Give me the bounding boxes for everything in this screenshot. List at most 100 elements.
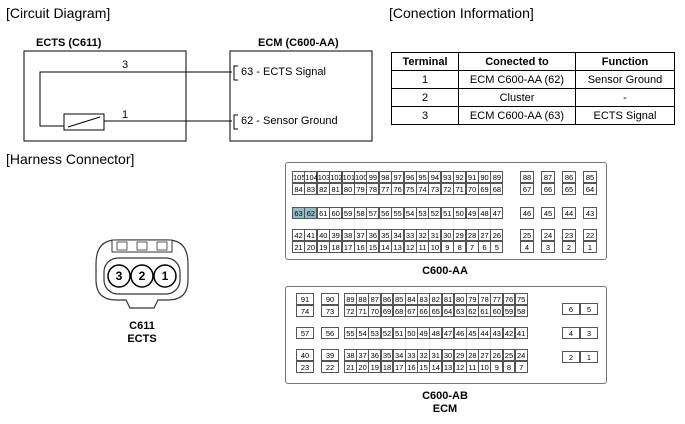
connector-pin: 27	[478, 229, 491, 241]
connector-pin: 50	[405, 327, 418, 339]
connector-pin: 47	[490, 207, 504, 219]
connector-pin: 24	[541, 229, 555, 241]
connector-pin: 29	[453, 229, 467, 241]
connector-pin: 6	[478, 241, 491, 253]
connector-pin: 44	[478, 327, 491, 339]
connector-pin: 41	[514, 327, 528, 339]
table-header-row: Terminal Conected to Function	[391, 52, 675, 71]
connector-pin: 74	[416, 183, 429, 195]
connector-pin: 1	[583, 241, 597, 253]
cell-function: -	[575, 88, 675, 107]
connector-pin: 92	[453, 171, 467, 183]
connector-pin: 100	[354, 171, 368, 183]
connector-pin: 19	[368, 361, 382, 373]
connector-pin: 22	[583, 229, 597, 241]
connector-pin: 42	[502, 327, 516, 339]
connector-pin: 21	[292, 241, 305, 253]
connector-pin: 9	[490, 361, 504, 373]
connector-pin: 95	[416, 171, 429, 183]
connector-pin: 62	[466, 305, 479, 317]
connector-pin: 32	[417, 349, 430, 361]
connector-pin: 78	[478, 293, 491, 305]
connector-pin: 69	[380, 305, 394, 317]
connector-pin: 41	[304, 229, 318, 241]
cell-connected-to: ECM C600-AA (63)	[458, 106, 576, 125]
connector-pin: 47	[441, 327, 455, 339]
connector-pin: 76	[391, 183, 405, 195]
connector-pin: 86	[380, 293, 394, 305]
th-connected-to: Conected to	[458, 52, 576, 71]
connector-pin: 21	[344, 361, 357, 373]
connector-pin: 44	[562, 207, 576, 219]
connector-pin: 2	[562, 351, 580, 363]
connector-pin: 91	[465, 171, 479, 183]
connector-pin: 15	[366, 241, 380, 253]
connector-pin: 51	[440, 207, 454, 219]
connector-pin: 54	[356, 327, 369, 339]
connector-pin: 25	[520, 229, 534, 241]
connector-pin: 65	[562, 183, 576, 195]
connector-pin: 18	[380, 361, 394, 373]
connector-pin: 88	[356, 293, 369, 305]
thermistor-slash	[67, 116, 101, 128]
connector-pin: 65	[429, 305, 443, 317]
connector-pin: 26	[490, 349, 504, 361]
connector-pin: 19	[316, 241, 330, 253]
connector-pin: 14	[429, 361, 443, 373]
connector-pin: 46	[520, 207, 534, 219]
connector-pin: 91	[296, 293, 314, 305]
connector-pin: 4	[562, 327, 580, 339]
connector-pin: 58	[514, 305, 528, 317]
connector-pin: 77	[378, 183, 392, 195]
connector-pin: 68	[392, 305, 406, 317]
connector-pin: 33	[403, 229, 417, 241]
circuit-diagram-header: [Circuit Diagram]	[6, 5, 111, 21]
connector-pin: 36	[366, 229, 380, 241]
connector-pin: 89	[490, 171, 504, 183]
table-row: 1 ECM C600-AA (62) Sensor Ground	[391, 70, 675, 89]
connector-pin: 6	[562, 303, 580, 315]
connector-pin: 102	[329, 171, 343, 183]
connector-pin: 38	[344, 349, 357, 361]
connector-pin: 45	[466, 327, 479, 339]
connector-pin: 87	[368, 293, 382, 305]
connector-pin: 77	[490, 293, 504, 305]
connector-pin: 2	[562, 241, 576, 253]
connector-pin: 74	[296, 305, 314, 317]
connector-pin: 8	[453, 241, 467, 253]
harness-connector-header: [Harness Connector]	[6, 151, 135, 167]
cell-connected-to: ECM C600-AA (62)	[458, 70, 576, 89]
th-terminal: Terminal	[391, 52, 459, 71]
connector-pin: 57	[296, 327, 314, 339]
connector-pin: 99	[366, 171, 380, 183]
connector-pin: 68	[490, 183, 504, 195]
connector-pin: 73	[428, 183, 442, 195]
connector-pin: 71	[356, 305, 369, 317]
cell-connected-to: Cluster	[458, 88, 576, 107]
connector-pin: 105	[292, 171, 306, 183]
connector-pin: 56	[321, 327, 339, 339]
connector-pin: 37	[356, 349, 369, 361]
connector-pin: 49	[417, 327, 430, 339]
connector-pin: 4	[520, 241, 534, 253]
connector-pin: 90	[321, 293, 339, 305]
connector-pin: 82	[316, 183, 330, 195]
connector-pin: 30	[441, 349, 455, 361]
connector-pin: 13	[391, 241, 405, 253]
connector-pin: 94	[428, 171, 442, 183]
connector-pin: 72	[344, 305, 357, 317]
connector-pin: 96	[403, 171, 417, 183]
connector-pin: 3	[580, 327, 598, 339]
connector-pin: 3	[541, 241, 555, 253]
connector-pin: 10	[478, 361, 491, 373]
connector-pin: 59	[502, 305, 516, 317]
connector-pin: 48	[429, 327, 443, 339]
connector-pin: 31	[428, 229, 442, 241]
connector-pin: 84	[405, 293, 418, 305]
connector-pin: 103	[316, 171, 331, 183]
connector-pin: 7	[465, 241, 479, 253]
connector-pin: 49	[465, 207, 479, 219]
connector-pin: 53	[368, 327, 382, 339]
connector-pin: 42	[292, 229, 305, 241]
